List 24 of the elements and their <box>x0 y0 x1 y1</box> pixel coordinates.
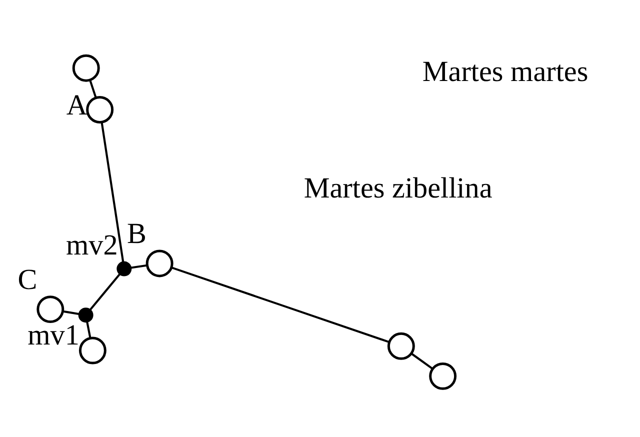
connector <box>172 266 390 343</box>
connector <box>100 121 124 262</box>
node-label: mv2 <box>66 229 118 262</box>
connector <box>130 264 148 268</box>
node-circle <box>429 362 457 390</box>
node-circle <box>146 249 174 277</box>
connector <box>86 320 92 338</box>
label: Martes zibellina <box>304 172 492 204</box>
node-label: mv1 <box>28 319 80 352</box>
label: Martes martes <box>422 55 588 88</box>
connector <box>89 80 97 98</box>
node-circle <box>78 336 106 364</box>
node-label: C <box>18 263 38 296</box>
node-circle <box>387 332 415 360</box>
connector <box>62 310 80 315</box>
connector <box>411 352 434 370</box>
node-label: B <box>126 218 146 250</box>
node-circle <box>116 260 132 276</box>
node-circle <box>86 95 114 123</box>
node-circle <box>72 54 100 82</box>
node-label: A <box>66 88 88 121</box>
node-circle <box>78 307 94 322</box>
connector <box>89 272 121 310</box>
node-circle <box>36 295 64 323</box>
